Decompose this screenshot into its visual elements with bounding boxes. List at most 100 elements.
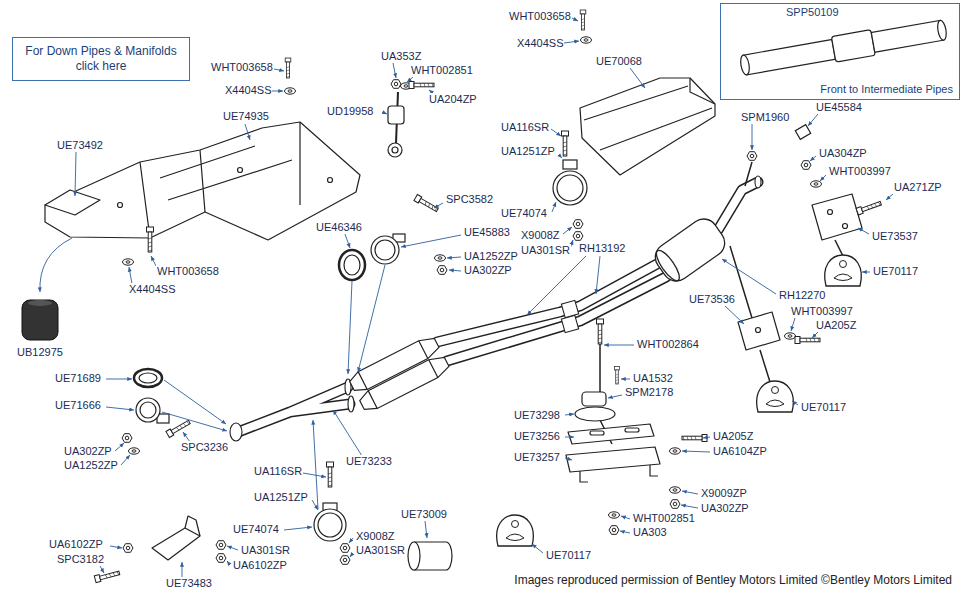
leader-line <box>358 265 385 372</box>
leader-line <box>886 194 893 200</box>
inset-panel: SPP50109Front to Intermediate Pipes <box>720 3 960 100</box>
left-heat-shield <box>45 122 360 240</box>
part-number: UA302ZP <box>700 502 750 515</box>
fasteners <box>609 512 620 518</box>
part-number: WHT002864 <box>636 338 700 351</box>
copyright-caption: Images reproduced permission of Bentley … <box>514 573 952 587</box>
brackets <box>185 516 200 536</box>
left-heat-shield <box>140 122 300 238</box>
pipe-fittings <box>230 176 761 441</box>
leader-line <box>808 114 818 126</box>
part-number: SPC3236 <box>180 441 229 454</box>
leader-line <box>552 202 556 212</box>
fasteners <box>285 58 291 78</box>
left-heat-shield <box>45 122 360 240</box>
brackets <box>828 210 833 215</box>
fasteners <box>856 200 882 215</box>
brackets <box>580 465 658 482</box>
fasteners <box>94 569 120 582</box>
rubber-block <box>22 300 58 340</box>
silencer <box>653 247 683 283</box>
clamps <box>314 509 346 541</box>
strap <box>392 147 398 153</box>
leader-line <box>551 129 561 136</box>
leader-line <box>532 544 543 553</box>
brackets <box>843 224 848 229</box>
part-number: UA205Z <box>815 319 857 332</box>
strap <box>388 106 404 124</box>
clamps <box>795 125 810 140</box>
right-heat-shield <box>584 78 715 150</box>
part-number: UA353Z <box>380 50 422 63</box>
part-number: UA301SR <box>355 544 406 557</box>
part-number: UE73009 <box>400 508 448 521</box>
leader-line <box>245 124 250 140</box>
fasteners <box>129 448 140 454</box>
leader-line <box>40 238 72 292</box>
silencer <box>650 214 730 287</box>
leader-line <box>564 41 579 43</box>
exhaust-pipe <box>238 182 758 432</box>
fasteners <box>94 10 882 583</box>
part-number: UE46346 <box>315 221 363 234</box>
brackets <box>152 528 200 560</box>
link-box: For Down Pipes & Manifolds click here <box>12 37 190 81</box>
fasteners <box>670 500 680 509</box>
leader-line <box>121 455 130 465</box>
strap <box>388 143 402 157</box>
clamps <box>375 240 395 260</box>
fasteners <box>562 131 569 156</box>
leader-line <box>272 91 283 92</box>
part-number: UE73536 <box>688 293 736 306</box>
inset-pipe-drawing <box>739 54 750 75</box>
part-number: UE74074 <box>232 523 280 536</box>
part-number: UA1252ZP <box>63 459 119 472</box>
leader-line <box>621 516 630 519</box>
leader-line <box>722 259 776 294</box>
leader-line <box>791 318 795 331</box>
leader-line <box>401 235 461 247</box>
brackets <box>566 447 660 472</box>
part-number: UD19958 <box>326 105 374 118</box>
clamps <box>140 402 156 418</box>
leader-line <box>682 491 698 494</box>
leader-line <box>447 257 461 258</box>
clamps <box>339 250 365 280</box>
part-number: UE70117 <box>545 549 592 562</box>
brackets <box>625 428 639 432</box>
part-number: SPM1960 <box>740 111 790 124</box>
left-heat-shield <box>45 190 100 215</box>
leader-line <box>162 412 227 431</box>
part-number: SPM2178 <box>624 386 674 399</box>
part-number: UA1252ZP <box>463 250 519 263</box>
clamps <box>408 542 420 570</box>
part-number: UA302ZP <box>63 445 113 458</box>
part-number: WHT003658 <box>156 265 220 278</box>
part-number: UA6102ZP <box>232 559 288 572</box>
clamps <box>371 236 399 264</box>
fasteners <box>615 367 620 385</box>
part-number: UA116SR <box>253 465 303 478</box>
part-number: WHT002851 <box>632 512 696 525</box>
brackets <box>568 424 654 444</box>
leader-line <box>110 546 122 548</box>
fasteners <box>391 80 401 89</box>
mounts <box>497 255 862 546</box>
fasteners <box>795 337 820 344</box>
fasteners <box>285 88 296 94</box>
inset-pipe-drawing <box>831 30 875 63</box>
leader-line <box>350 553 353 557</box>
fasteners <box>216 541 226 550</box>
brackets <box>812 194 862 240</box>
leader-line <box>572 18 578 21</box>
right-heat-shield <box>580 78 715 175</box>
leader-line <box>312 500 318 510</box>
part-number: UE70117 <box>872 265 919 278</box>
part-number: UA302ZP <box>463 264 513 277</box>
fasteners <box>340 544 350 553</box>
leader-line <box>284 527 312 530</box>
leader-line <box>348 281 352 374</box>
left-heat-shield <box>328 178 333 183</box>
part-number: RH13192 <box>578 242 626 255</box>
